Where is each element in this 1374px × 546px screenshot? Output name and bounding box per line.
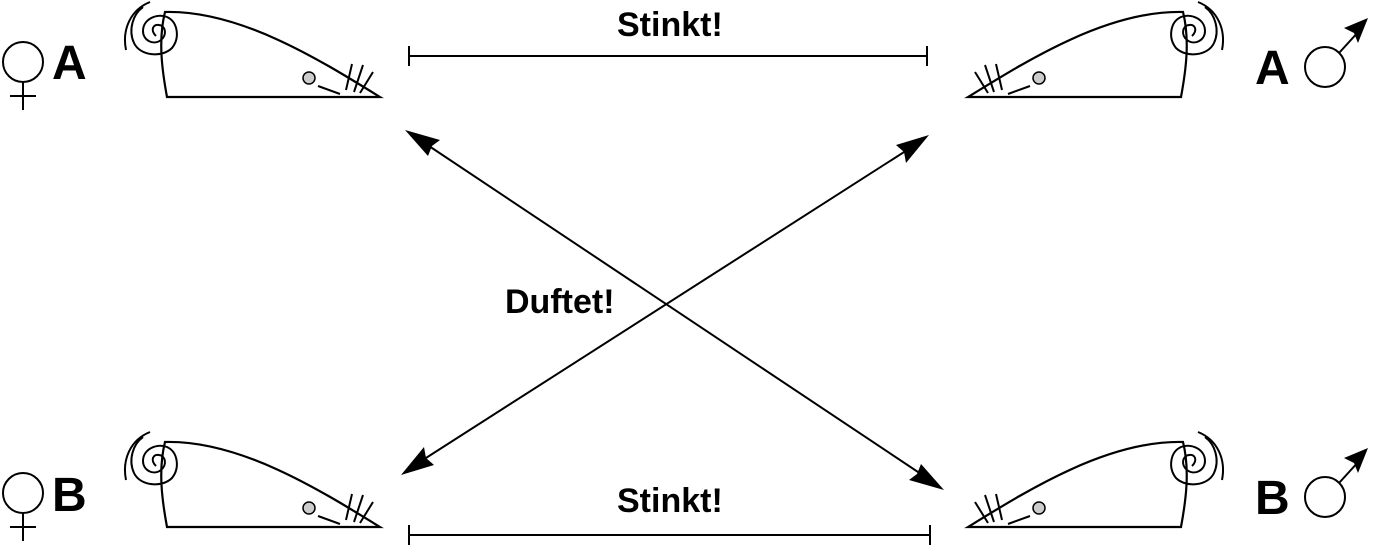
male-b-label: B	[1255, 472, 1290, 525]
cross-arrow-female-a-male-b	[405, 130, 944, 490]
male-a-label: A	[1255, 42, 1290, 95]
cross-arrow-male-a-female-b	[401, 135, 929, 475]
female-symbol-icon-b	[2, 472, 44, 541]
female-a-label: A	[52, 37, 87, 90]
bottom-relation-line	[408, 525, 931, 545]
mouse-icon-male-a	[966, 0, 1225, 99]
mouse-icon-female-b	[123, 430, 382, 529]
top-relation-label: Stinkt!	[617, 6, 723, 44]
male-symbol-icon-a	[1304, 18, 1368, 88]
cross-relation-label: Duftet!	[505, 283, 615, 321]
female-symbol-icon-a	[2, 41, 44, 110]
bottom-relation-label: Stinkt!	[617, 482, 723, 520]
top-relation-line	[408, 46, 928, 66]
mouse-icon-male-b	[966, 430, 1225, 529]
female-b-label: B	[52, 469, 87, 522]
mouse-icon-female-a	[123, 0, 382, 99]
male-symbol-icon-b	[1304, 448, 1368, 518]
